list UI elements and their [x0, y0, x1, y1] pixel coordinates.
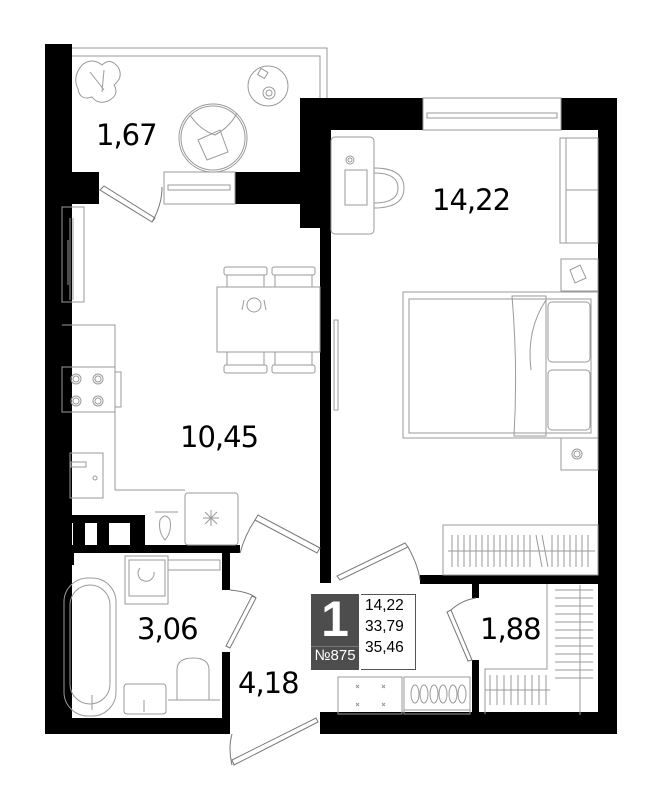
apartment-badge: 1 №875 — [311, 591, 359, 670]
area-summary: 14,22 33,79 35,46 — [361, 594, 416, 670]
badge-divider — [311, 646, 359, 647]
rooms-count: 1 — [321, 591, 349, 647]
windows — [163, 97, 562, 205]
kitchen-living-area: 10,45 — [180, 420, 259, 454]
bedroom-area: 14,22 — [432, 183, 511, 217]
total-area: 35,46 — [365, 639, 404, 656]
shoes-icon — [410, 684, 467, 704]
doors — [99, 185, 477, 766]
hallway-area: 4,18 — [238, 666, 300, 700]
walls — [45, 44, 617, 734]
bathroom-area: 3,06 — [137, 612, 199, 646]
furniture — [61, 60, 599, 717]
living-area: 14,22 — [365, 597, 404, 614]
area-without-balcony: 33,79 — [365, 618, 404, 635]
balcony-area: 1,67 — [96, 118, 158, 152]
apartment-number: №875 — [314, 647, 356, 664]
plant-icon — [75, 60, 121, 103]
wardrobe-area: 1,88 — [480, 612, 542, 646]
balcony-railing — [72, 47, 328, 98]
